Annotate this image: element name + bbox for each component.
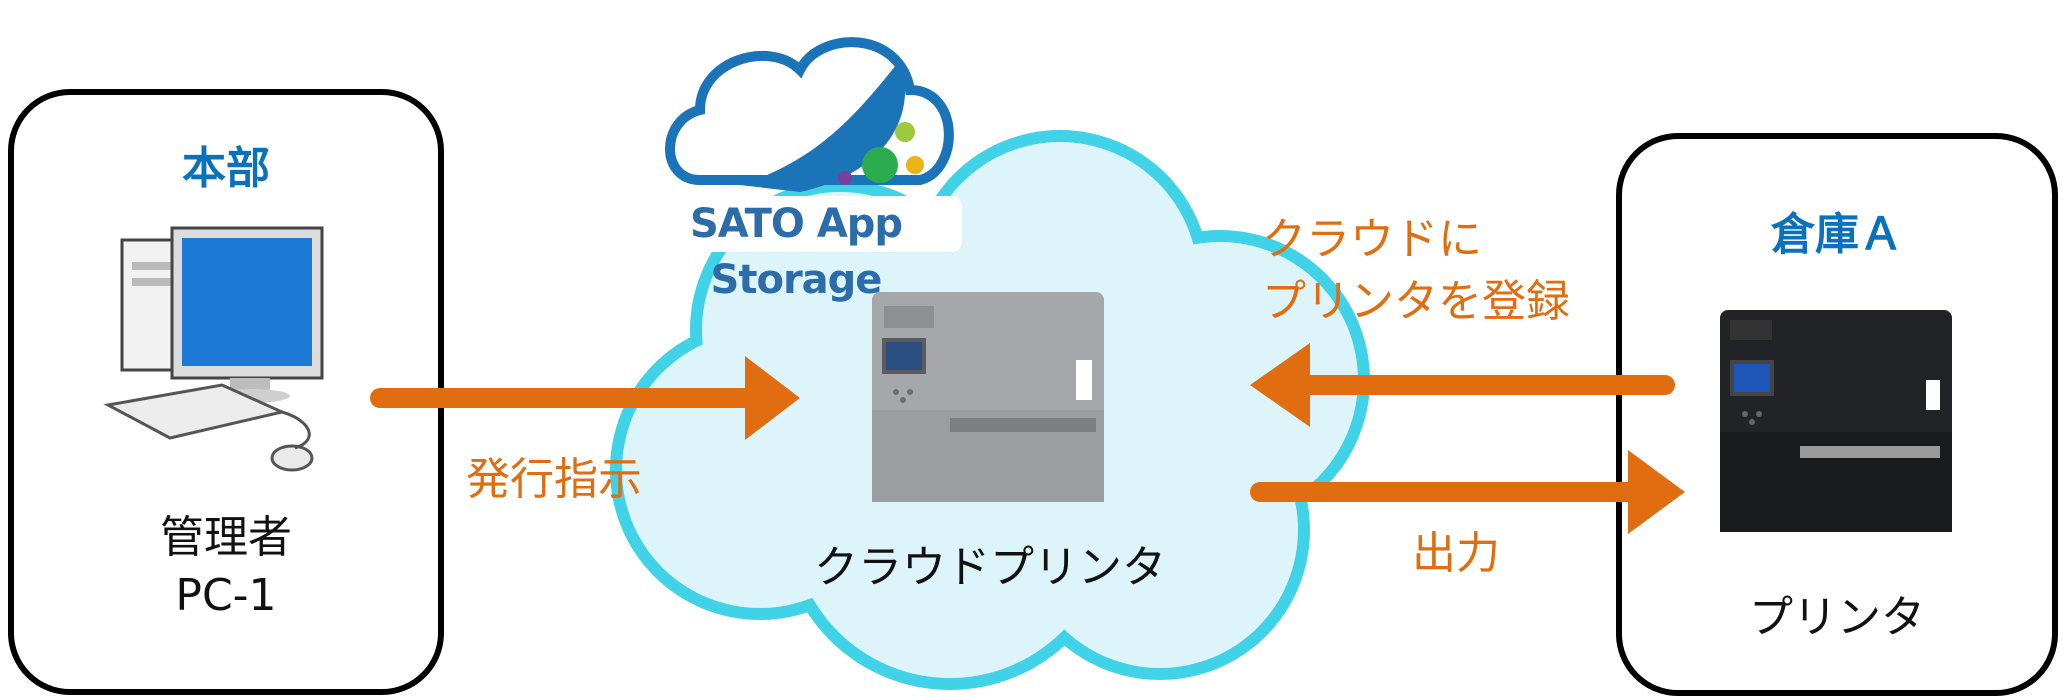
arrow-register [1250,343,1675,427]
arrow-issue [370,356,800,440]
sato-cloud-logo-icon [665,37,954,192]
warehouse-title: 倉庫Ａ [1771,209,1903,260]
output-label: 出力 [1412,528,1500,579]
warehouse-printer-label: プリンタ [1749,592,1925,643]
sato-app-storage-brand: SATO App Storage [630,196,962,303]
headquarters-title: 本部 [182,143,270,194]
desktop-pc-icon [103,226,324,472]
pc-role-label: 管理者 [160,512,292,563]
register-label-line1: クラウドに [1262,214,1482,265]
arrow-output [1250,450,1685,534]
issue-label: 発行指示 [466,454,642,505]
register-label-line2: プリンタを登録 [1262,276,1570,327]
cloud-printer-label: クラウドプリンタ [814,542,1166,593]
pc-name-label: PC-1 [175,570,277,621]
printer-icon [1720,310,1952,532]
cloud-printer-icon [872,292,1104,502]
